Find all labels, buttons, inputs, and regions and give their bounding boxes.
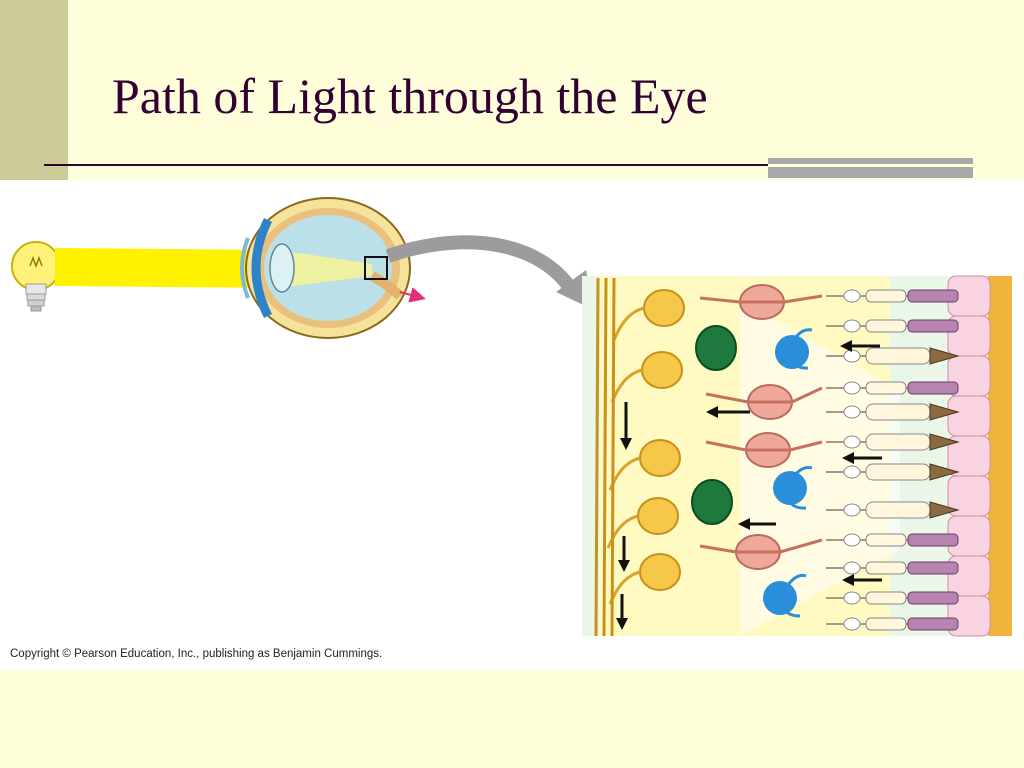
zoom-arrow-icon [385, 235, 581, 298]
photoreceptor-cone [826, 433, 960, 451]
photoreceptor-cone [826, 501, 960, 519]
light-bulb-icon [11, 241, 61, 312]
right-accent-bar [768, 158, 973, 178]
left-accent-bar [0, 0, 68, 180]
photoreceptor-rod [826, 381, 959, 395]
amacrine-cells [691, 325, 737, 525]
eye-light-path-figure: Copyright © Pearson Education, Inc., pub… [0, 180, 1024, 670]
eye-cross-section [240, 197, 426, 339]
photoreceptor-rod [826, 561, 959, 575]
photoreceptor-cone [826, 403, 960, 421]
ganglion-cells [606, 289, 685, 605]
slide-title: Path of Light through the Eye [112, 68, 708, 124]
choroid-layer [988, 276, 1012, 636]
photoreceptor-rod [826, 533, 959, 547]
signal-arrows-outward [616, 402, 632, 630]
photoreceptor-cone [826, 463, 960, 481]
photoreceptor-cone [826, 347, 960, 365]
photoreceptor-rod [826, 289, 959, 303]
pigment-epithelium [947, 275, 991, 637]
copyright-notice: Copyright © Pearson Education, Inc., pub… [10, 648, 383, 660]
horizontal-cells [763, 328, 813, 618]
photoreceptors [826, 289, 960, 631]
figure-canvas [11, 197, 1012, 637]
signal-arrows-inward [706, 340, 882, 586]
title-rule [44, 164, 768, 166]
photoreceptor-rod [826, 319, 959, 333]
photoreceptor-rod [826, 617, 959, 631]
photoreceptor-rod [826, 591, 959, 605]
retina-enlargement [582, 275, 1012, 637]
bipolar-cells [699, 284, 823, 570]
optic-nerve-fibers [594, 277, 616, 637]
